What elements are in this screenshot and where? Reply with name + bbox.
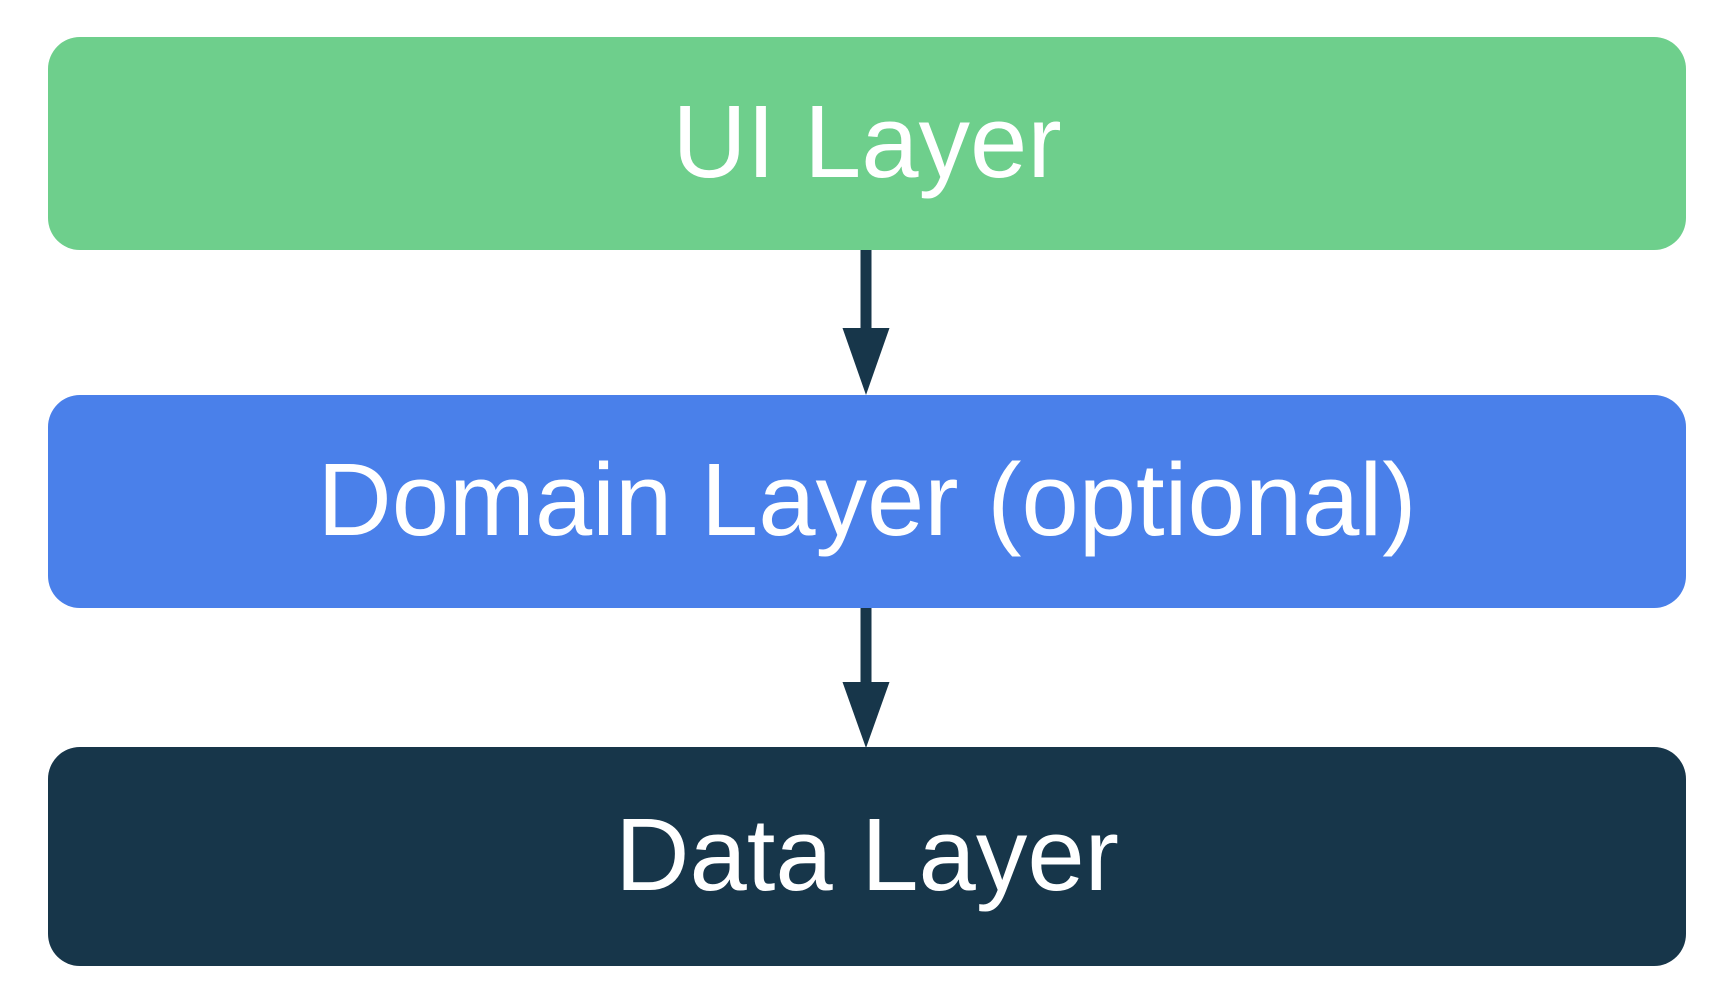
down-arrow-icon [842,250,890,395]
domain-layer-label: Domain Layer (optional) [317,442,1417,557]
ui-layer-label: UI Layer [672,84,1062,199]
down-arrow-icon [842,608,890,748]
domain-layer-box: Domain Layer (optional) [48,395,1686,608]
data-layer-box: Data Layer [48,747,1686,966]
arrow-domain-to-data [836,608,896,748]
data-layer-label: Data Layer [615,797,1119,912]
ui-layer-box: UI Layer [48,37,1686,250]
arrow-ui-to-domain [836,250,896,395]
